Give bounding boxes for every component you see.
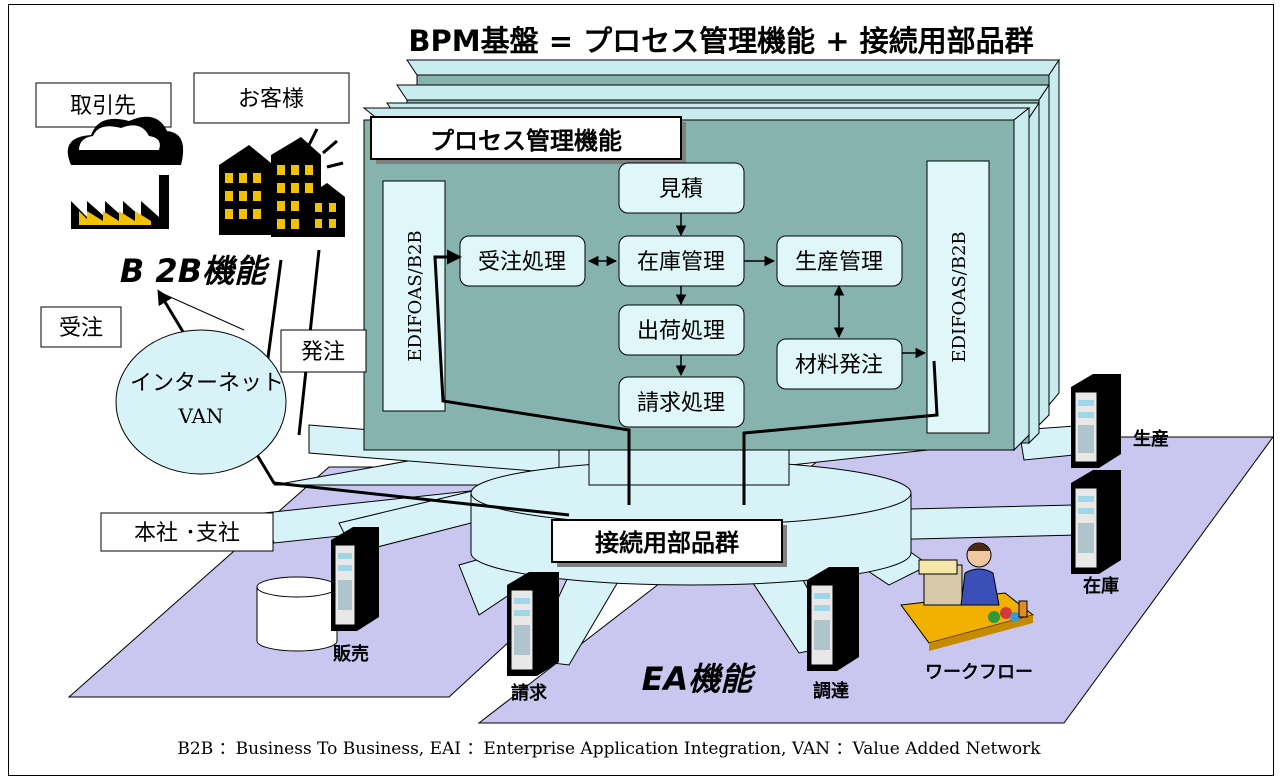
left-adapter-box (382, 180, 446, 412)
database-icon (256, 576, 338, 652)
step-production: 生産管理 (795, 250, 883, 275)
step-shipping: 出荷処理 (637, 319, 725, 344)
network-connector (158, 291, 245, 331)
diagram-title: BPM基盤 = プロセス管理機能 + 接続用部品群 (408, 24, 1033, 58)
step-inventory: 在庫管理 (637, 250, 725, 275)
network-sublabel: VAN (177, 404, 223, 428)
network-label: インターネット (130, 371, 284, 396)
server-sales-icon (331, 527, 379, 631)
order-in-box (40, 306, 122, 348)
right-adapter-box (926, 160, 990, 434)
right-adapter-label: EDIFOAS/B2B (949, 231, 970, 362)
server-procurement-icon (807, 567, 859, 671)
system-sales-label: 販売 (333, 643, 369, 665)
process-panel-title-box: プロセス管理機能 (370, 116, 686, 164)
customer-label-box (193, 72, 350, 124)
bpm-diagram: BPM基盤 = プロセス管理機能 + 接続用部品群 (35, 24, 1274, 759)
step-billing: 請求処理 (637, 391, 725, 416)
step-material-order-box (776, 338, 903, 390)
system-billing-label: 請求 (511, 682, 548, 704)
factory-icon (67, 116, 184, 229)
step-material-order: 材料発注 (795, 353, 883, 378)
workflow-worker-icon (900, 542, 1035, 651)
system-procurement-label: 調達 (813, 680, 849, 702)
process-arrows (587, 213, 927, 377)
server-production-icon (1071, 374, 1121, 468)
head-office-label: 本社 ･支社 (134, 521, 240, 546)
system-inventory-label: 在庫 (1083, 575, 1119, 597)
server-billing-icon (507, 572, 559, 676)
connector-label-box: 接続用部品群 (551, 519, 787, 567)
ea-label: EA機能 (642, 660, 757, 698)
diagram-frame: BPM基盤 = プロセス管理機能 + 接続用部品群 (8, 4, 1274, 776)
order-out-box (280, 329, 367, 373)
order-out-label: 発注 (301, 340, 345, 365)
process-panel-title: プロセス管理機能 (430, 127, 622, 155)
system-production-label: 生産 (1133, 428, 1169, 450)
b2b-label: B 2B機能 (120, 252, 270, 290)
network-bubble (115, 329, 287, 475)
system-workflow-label: ワークフロー (925, 662, 1033, 683)
step-estimate: 見積 (659, 177, 703, 202)
server-inventory-icon (1071, 470, 1121, 574)
left-adapter-label: EDIFOAS/B2B (405, 230, 426, 361)
head-office-box (100, 512, 274, 552)
footnote: B2B ：Business To Business, EAI ：Enterpri… (177, 739, 1041, 759)
connector-label: 接続用部品群 (595, 529, 739, 557)
customer-label: お客様 (238, 87, 304, 112)
office-buildings-icon (219, 128, 345, 237)
step-order-receipt: 受注処理 (478, 250, 566, 275)
step-billing-box (618, 376, 745, 428)
partner-label: 取引先 (70, 94, 136, 119)
order-in-label: 受注 (59, 316, 103, 341)
